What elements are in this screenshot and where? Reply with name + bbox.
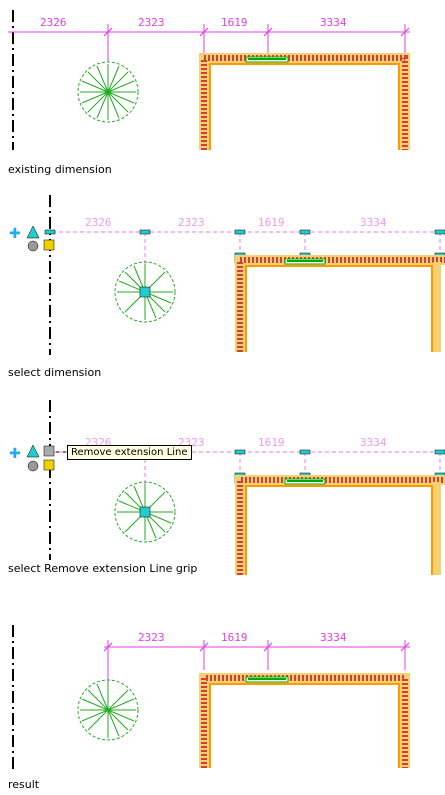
panel-result: 2323 1619 3334 result — [0, 620, 445, 795]
drawing-canvas-1: 2326 2323 1619 3334 — [8, 10, 410, 150]
dim-grip[interactable] — [139, 229, 151, 235]
remove-grip-icon[interactable] — [43, 445, 55, 457]
dim-text: 1619 — [258, 436, 285, 449]
square-grip-icon[interactable] — [43, 459, 55, 471]
dim-grip[interactable] — [234, 229, 246, 235]
dim-text: 3334 — [320, 631, 347, 644]
dim-text: 1619 — [221, 16, 248, 29]
drawing-canvas-4: 2323 1619 3334 — [12, 625, 410, 770]
tree-symbol — [114, 481, 176, 543]
dim-text: 1619 — [221, 631, 248, 644]
drawing-canvas-2: 2326 2323 1619 3334 ✚ — [9, 195, 445, 355]
tree-symbol — [114, 261, 176, 323]
dim-text: 2323 — [138, 631, 165, 644]
circle-grip-icon[interactable] — [27, 240, 39, 252]
caption: select Remove extension Line grip — [8, 562, 198, 575]
dim-text: 3334 — [360, 436, 387, 449]
tree-grip[interactable] — [139, 286, 151, 298]
tree-symbol — [77, 679, 139, 741]
window — [284, 478, 326, 485]
dim-grip[interactable] — [299, 229, 311, 235]
triangle-grip-icon[interactable] — [26, 225, 40, 239]
circle-grip-icon[interactable] — [27, 460, 39, 472]
dim-text: 2326 — [40, 16, 67, 29]
dim-text: 3334 — [320, 16, 347, 29]
triangle-grip-icon[interactable] — [26, 444, 40, 458]
dim-grip[interactable] — [299, 449, 311, 455]
wall — [199, 53, 410, 150]
dim-text: 2326 — [85, 216, 112, 229]
grip-menu[interactable]: ✚ — [9, 225, 55, 252]
tree-grip[interactable] — [139, 506, 151, 518]
panel-existing-dimension: 2326 2323 1619 3334 — [0, 0, 445, 175]
caption: result — [8, 778, 40, 791]
tree-symbol — [77, 61, 139, 123]
grip-menu[interactable]: ✚ — [9, 444, 55, 472]
panel-select-dimension: 2326 2323 1619 3334 ✚ — [0, 190, 445, 385]
wall — [199, 673, 410, 768]
wall — [235, 255, 445, 352]
drawing-canvas-3: 2326 2323 1619 3334 ✚ — [9, 400, 445, 575]
caption: existing dimension — [8, 163, 112, 175]
wall — [235, 475, 445, 575]
dim-text: 2323 — [178, 216, 205, 229]
window — [284, 258, 326, 265]
plus-icon[interactable]: ✚ — [9, 226, 21, 242]
panel-select-remove-grip: 2326 2323 1619 3334 ✚ — [0, 395, 445, 580]
dim-grip[interactable] — [434, 449, 445, 455]
plus-icon[interactable]: ✚ — [9, 446, 21, 462]
dim-text: 2323 — [138, 16, 165, 29]
dim-grip[interactable] — [234, 449, 246, 455]
tooltip-remove-extension-line: Remove extension Line — [67, 445, 192, 460]
square-grip-icon[interactable] — [43, 239, 55, 251]
caption: select dimension — [8, 366, 102, 379]
dim-grip[interactable] — [434, 229, 445, 235]
dim-text: 1619 — [258, 216, 285, 229]
dim-grip[interactable] — [44, 229, 56, 235]
window — [245, 56, 289, 63]
window — [245, 676, 289, 683]
dim-text: 3334 — [360, 216, 387, 229]
